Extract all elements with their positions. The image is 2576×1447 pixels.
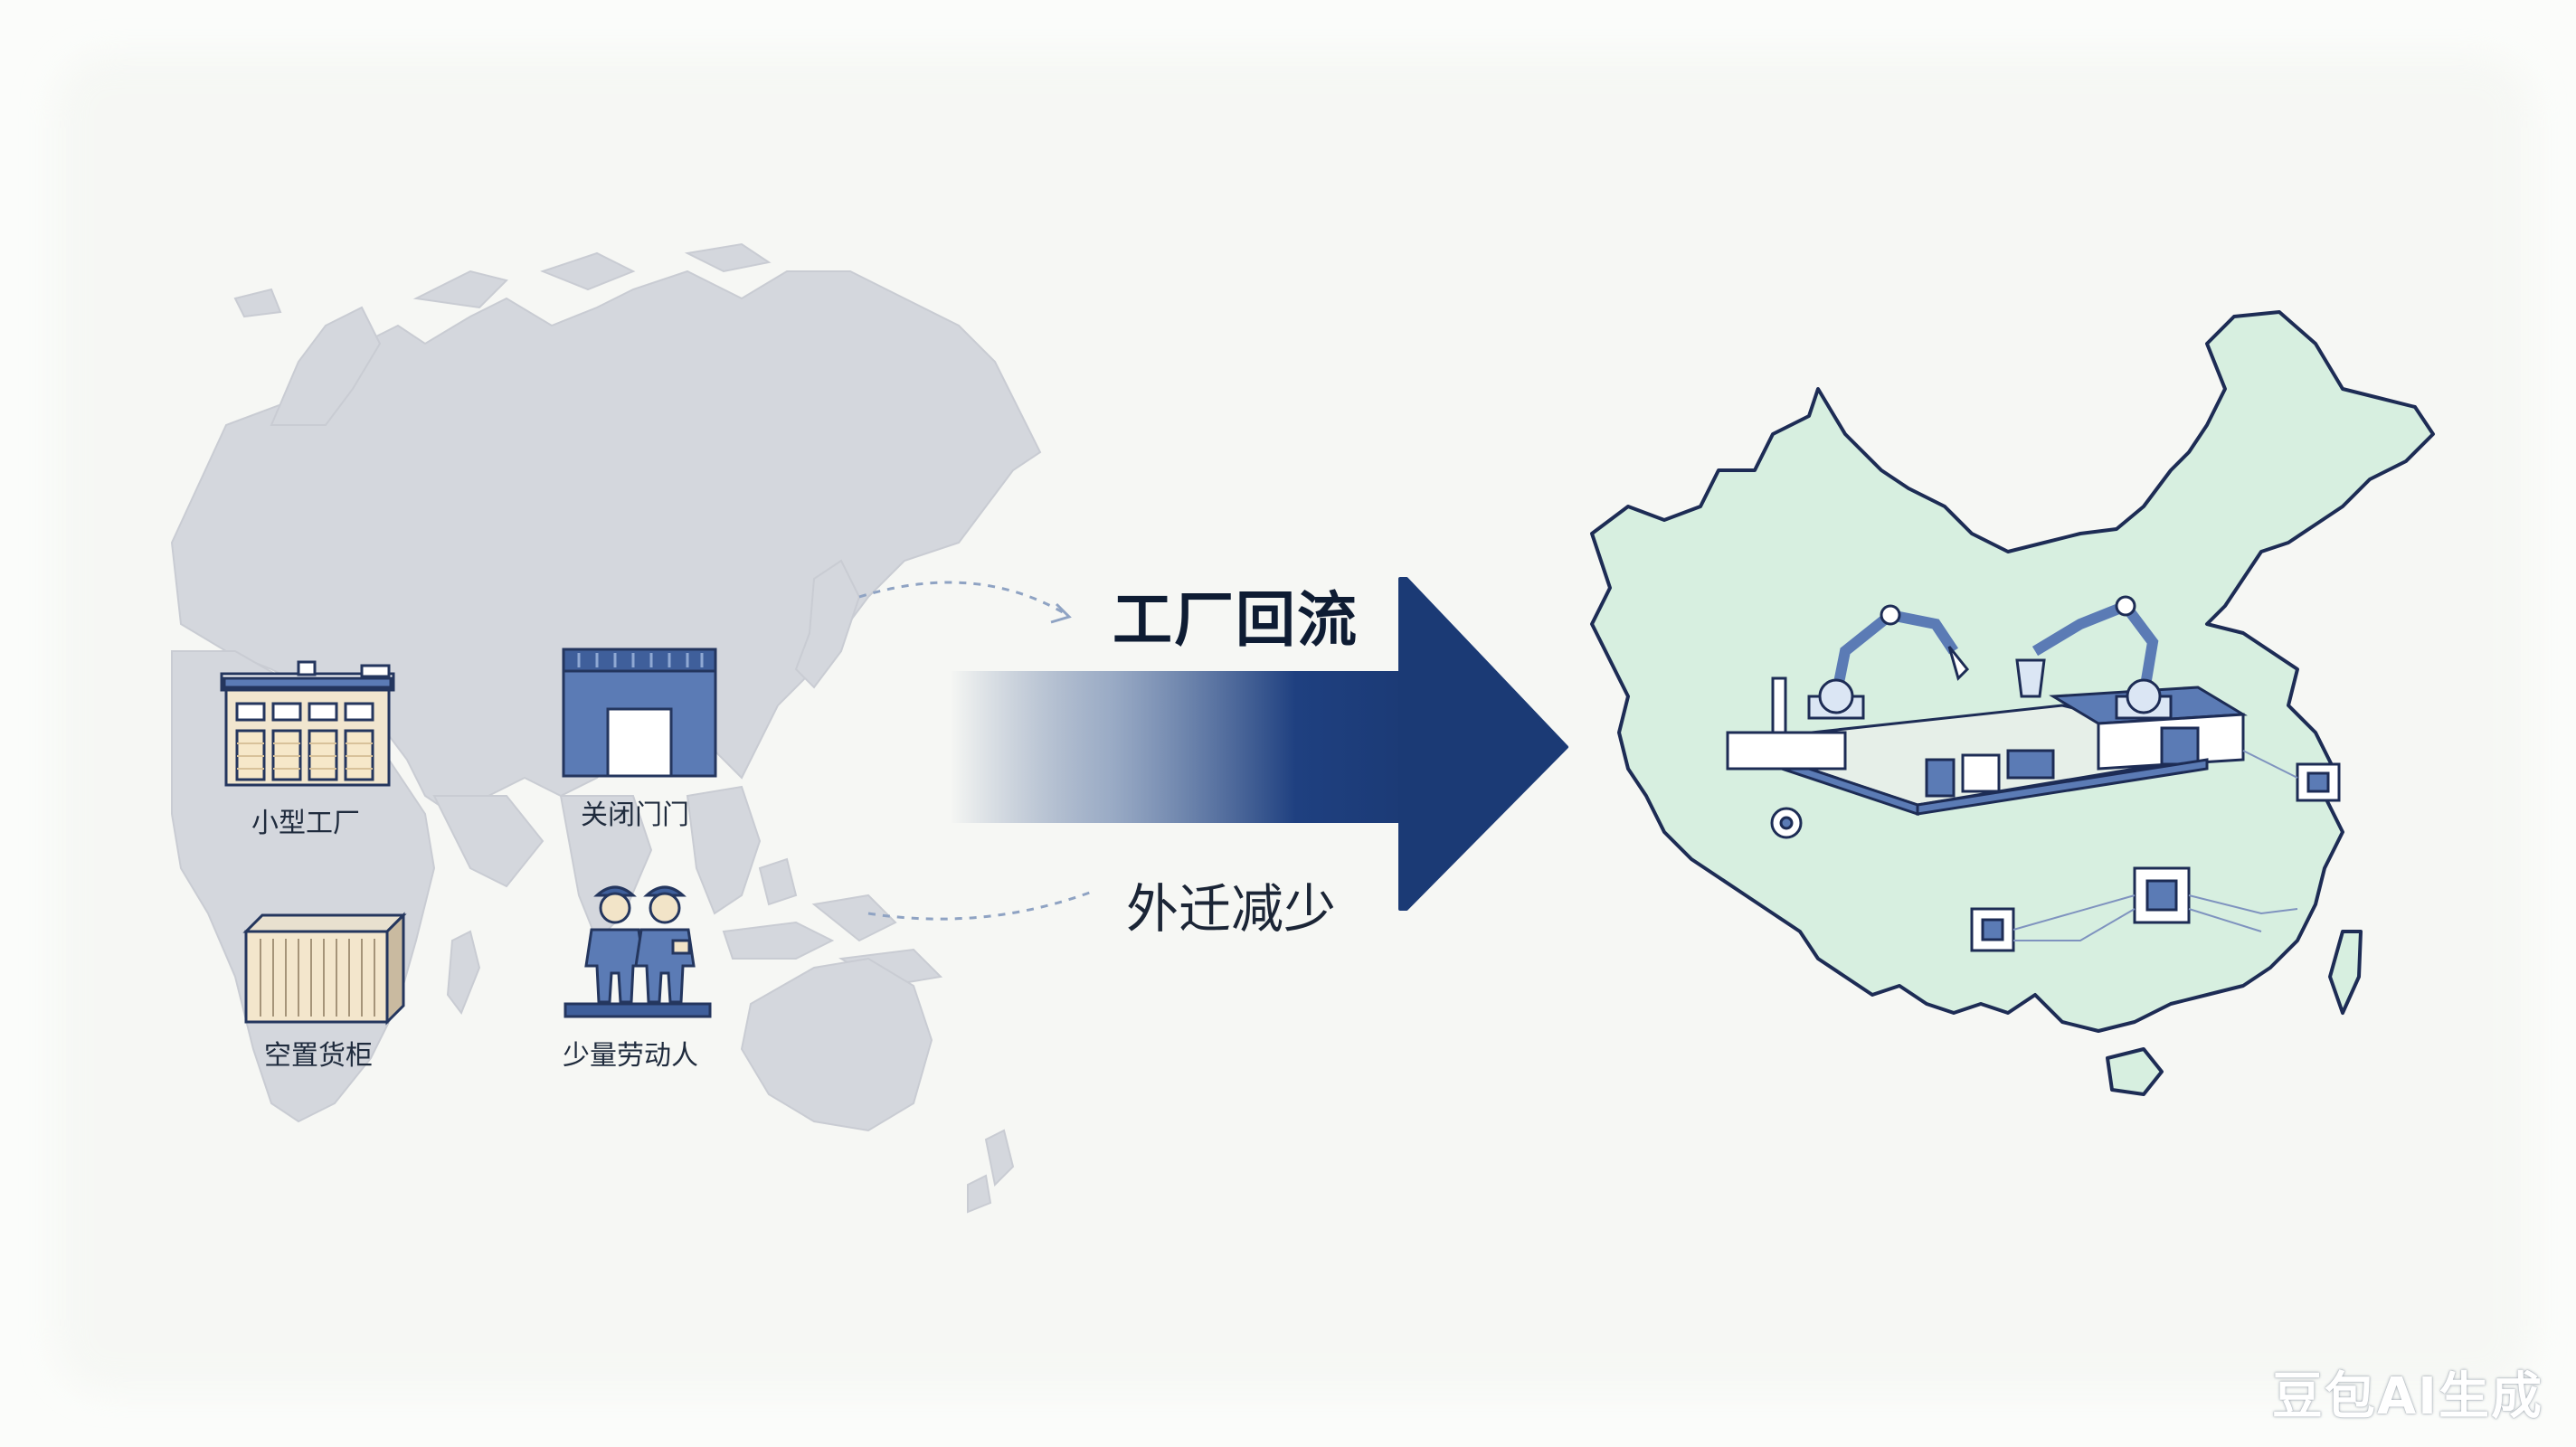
workers-icon bbox=[564, 885, 712, 1018]
main-label: 工厂回流 bbox=[1113, 585, 1359, 655]
flow-arrow bbox=[950, 577, 1568, 911]
gate-icon bbox=[562, 648, 717, 778]
label-closed-gate: 关闭门门 bbox=[581, 799, 689, 831]
chip-icon-center bbox=[2133, 866, 2191, 924]
gear-icon bbox=[1770, 807, 1803, 839]
label-small-factory: 小型工厂 bbox=[251, 808, 360, 839]
container-icon bbox=[242, 912, 407, 1026]
factory-icon bbox=[220, 660, 395, 787]
chip-icon-right bbox=[2296, 762, 2341, 802]
label-empty-container: 空置货柜 bbox=[264, 1040, 373, 1072]
industrial-park-icon bbox=[1726, 595, 2248, 817]
label-few-workers: 少量劳动人 bbox=[563, 1040, 698, 1072]
sub-label: 外迁减少 bbox=[1126, 878, 1337, 940]
chip-icon-left bbox=[1970, 907, 2015, 952]
watermark: 豆包AI生成 bbox=[2271, 1367, 2543, 1426]
